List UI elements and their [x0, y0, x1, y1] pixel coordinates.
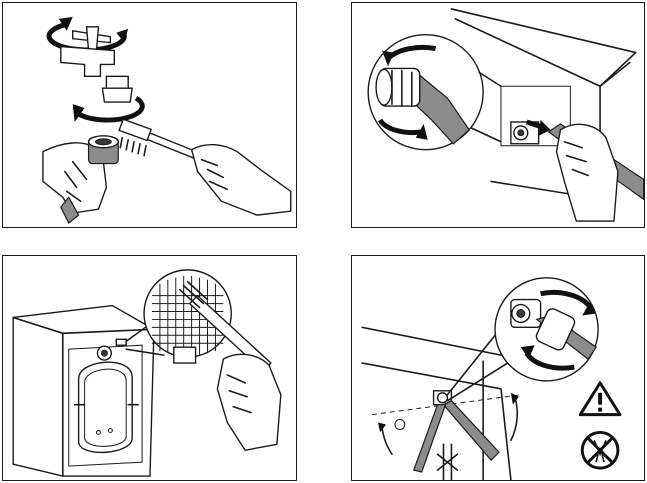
panel-inlet-filter-clean — [2, 255, 297, 481]
panel-tap-filter-clean — [2, 2, 297, 228]
panel-hose-disconnect — [351, 2, 645, 228]
panel-hose-reconnect — [351, 255, 645, 481]
hose-unscrew-illustration — [352, 3, 644, 227]
machine-filter-brush-illustration — [3, 256, 296, 480]
tap-and-brush-illustration — [3, 3, 296, 227]
hose-tighten-illustration — [352, 256, 644, 480]
